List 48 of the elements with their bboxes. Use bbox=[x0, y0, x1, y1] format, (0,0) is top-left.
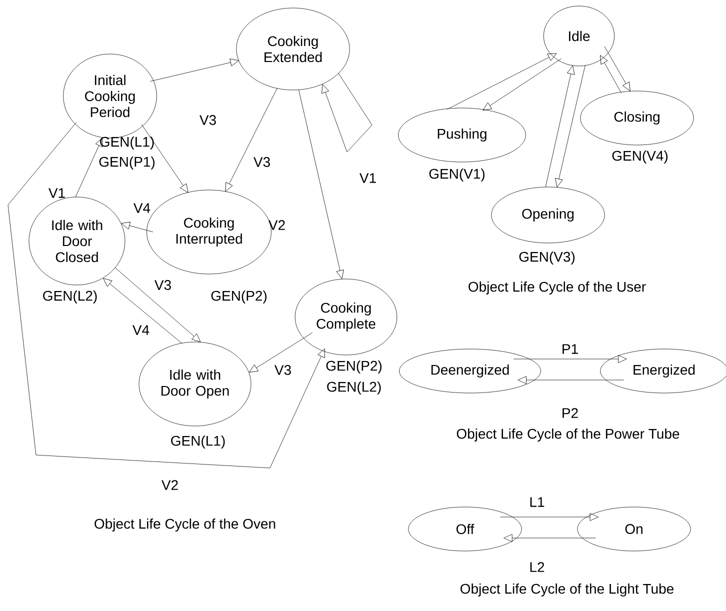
edge-label: V2 bbox=[268, 220, 285, 230]
state-note: GEN(V3) bbox=[519, 251, 575, 265]
arrow bbox=[446, 53, 557, 110]
arrow bbox=[518, 376, 624, 384]
state-note: GEN(L1) bbox=[171, 435, 225, 449]
state-note: GEN(L2) bbox=[43, 290, 97, 304]
caption: Object Life Cycle of the Light Tube bbox=[460, 583, 674, 597]
arrow bbox=[555, 65, 586, 188]
edge-label: V4 bbox=[132, 325, 150, 335]
arrow bbox=[298, 90, 344, 279]
arrow bbox=[545, 65, 575, 188]
edge-label: L1 bbox=[530, 497, 544, 507]
edge-label: V3 bbox=[254, 157, 270, 167]
arrow bbox=[8, 122, 325, 468]
arrow bbox=[249, 332, 313, 372]
edge-label: V3 bbox=[200, 115, 216, 125]
arrow bbox=[500, 513, 598, 521]
arrow bbox=[504, 534, 596, 542]
state-note: GEN(V1) bbox=[429, 168, 485, 182]
arrow bbox=[225, 88, 278, 192]
arrow bbox=[600, 55, 622, 94]
arrow bbox=[604, 46, 630, 92]
edge-label: V3 bbox=[274, 365, 291, 375]
edge-label: V1 bbox=[360, 173, 376, 183]
arrow bbox=[150, 58, 239, 82]
edge-label: L2 bbox=[530, 562, 544, 572]
caption: Object Life Cycle of the Oven bbox=[94, 518, 276, 532]
edge-label: P1 bbox=[562, 344, 578, 354]
arrow bbox=[513, 355, 627, 363]
arrow bbox=[322, 72, 372, 152]
state-note: GEN(P1) bbox=[99, 156, 155, 170]
arrow bbox=[75, 138, 103, 198]
state-note: GEN(L1) bbox=[100, 136, 154, 150]
caption: Object Life Cycle of the User bbox=[468, 281, 646, 295]
edge-label: V3 bbox=[154, 280, 171, 290]
state-note: GEN(V4) bbox=[612, 150, 668, 164]
edge-label: P2 bbox=[562, 408, 578, 418]
arrow bbox=[141, 124, 188, 193]
state-note: GEN(L2) bbox=[327, 381, 381, 395]
arrow bbox=[121, 222, 154, 232]
edge-label: V2 bbox=[162, 480, 178, 490]
state-note: GEN(P2) bbox=[211, 290, 267, 304]
edge-label: V1 bbox=[48, 188, 65, 198]
caption: Object Life Cycle of the Power Tube bbox=[456, 428, 680, 442]
state-note: GEN(P2) bbox=[326, 360, 382, 374]
arrow bbox=[482, 58, 562, 111]
arrow bbox=[114, 268, 201, 342]
arrow bbox=[103, 278, 182, 344]
